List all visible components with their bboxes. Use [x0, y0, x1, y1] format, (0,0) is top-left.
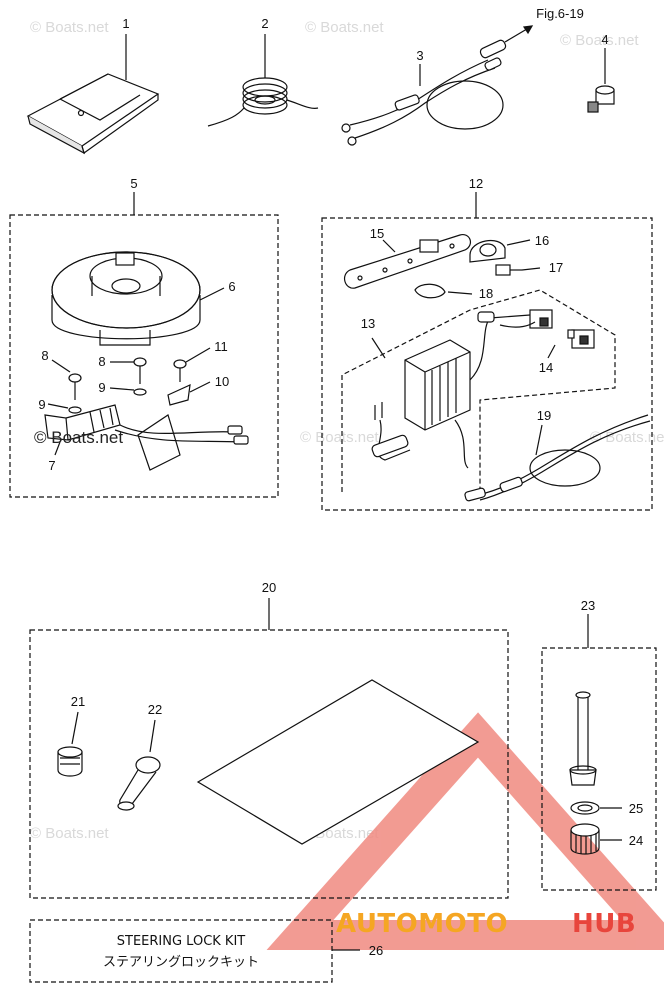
- leader-line: [371, 337, 386, 359]
- part-20-sheet: [196, 679, 480, 845]
- leader-line: [185, 347, 211, 363]
- brand-part2: HUB: [572, 909, 636, 939]
- callout-17: 17: [549, 260, 563, 275]
- leader-line: [47, 403, 69, 409]
- watermark: © Boats.net: [590, 429, 664, 446]
- callout-13: 13: [361, 316, 375, 331]
- callout-16: 16: [535, 233, 549, 248]
- part-8-screw-left: [68, 373, 82, 400]
- part-18-clip: [414, 283, 446, 299]
- leader-line: [189, 381, 211, 393]
- part-11-screw: [173, 359, 187, 382]
- callout-26: 26: [369, 943, 383, 958]
- callout-19: 19: [537, 408, 551, 423]
- leader-line: [547, 344, 556, 359]
- part-14-connectors: [477, 309, 595, 349]
- kit-label-japanese: ステアリングロックキット: [103, 955, 259, 970]
- callout-12: 12: [469, 176, 483, 191]
- callout-8b: 8: [98, 354, 105, 369]
- watermark: © Boats.net: [300, 429, 379, 446]
- callout-3: 3: [416, 48, 423, 63]
- part-9-washer-center: [133, 388, 147, 396]
- part-6-flywheel: [51, 251, 201, 346]
- callout-4: 4: [601, 32, 608, 47]
- watermark: © Boats.net: [30, 825, 109, 842]
- group-box-12: [321, 217, 653, 511]
- callout-14: 14: [539, 360, 553, 375]
- watermark: © Boats.net: [560, 32, 639, 49]
- leader-line: [51, 359, 71, 373]
- part-7-coil-assembly: [44, 404, 249, 471]
- leader-line: [149, 719, 156, 753]
- part-9-washer-left: [68, 406, 82, 414]
- kit-label-english: STEERING LOCK KIT: [117, 934, 246, 949]
- leader-line: [109, 387, 135, 391]
- part-8-screw-center: [133, 357, 147, 384]
- callout-5: 5: [130, 176, 137, 191]
- part-17-bolt: [495, 264, 522, 276]
- callout-2: 2: [261, 16, 268, 31]
- callout-9b: 9: [98, 380, 105, 395]
- kit-box-26: [29, 919, 333, 983]
- watermark: © Boats.net: [30, 19, 109, 36]
- callout-23: 23: [581, 598, 595, 613]
- part-21-plug: [57, 746, 83, 777]
- watermark-dark: © Boats.net: [34, 428, 123, 447]
- leader-line: [199, 287, 225, 301]
- group-box-13: [341, 289, 616, 492]
- leader-line: [521, 267, 541, 271]
- callout-numbers: 1 2 3 4 5 6 7 8 8 9 9 10 11 12 13 14 15 …: [38, 16, 643, 958]
- part-13-rectifier: [371, 317, 491, 469]
- watermark: © Boats.net: [305, 19, 384, 36]
- callout-10: 10: [215, 374, 229, 389]
- group-box-20: [29, 629, 509, 899]
- part-15-bracket-plate: [343, 233, 472, 289]
- brand-logo-triangle: [266, 712, 664, 950]
- brand-part1: AUTOMOTO: [336, 909, 508, 939]
- leader-line: [447, 291, 473, 295]
- callout-1: 1: [122, 16, 129, 31]
- callout-6: 6: [228, 279, 235, 294]
- part-16-clamp: [469, 239, 506, 263]
- brand-wordmark: AUTOMOTO HUB: [336, 909, 636, 939]
- figure-reference: Fig.6-19: [536, 6, 584, 21]
- leader-line: [506, 239, 531, 246]
- callout-8a: 8: [41, 348, 48, 363]
- leader-line: [535, 424, 543, 456]
- callout-15: 15: [370, 226, 384, 241]
- leader-line: [54, 441, 61, 456]
- part-2-coil-spring: [207, 77, 319, 127]
- leader-line: [382, 239, 396, 253]
- part-22-pin: [117, 756, 161, 811]
- leader-line: [71, 711, 79, 745]
- callout-20: 20: [262, 580, 276, 595]
- group-box-23: [541, 647, 657, 891]
- part-24-nut: [570, 823, 600, 855]
- callout-21: 21: [71, 694, 85, 709]
- watermarks: © Boats.net © Boats.net © Boats.net © Bo…: [30, 19, 664, 842]
- callout-9a: 9: [38, 397, 45, 412]
- callout-7: 7: [48, 458, 55, 473]
- callout-25: 25: [629, 801, 643, 816]
- part-10-clamp: [167, 384, 191, 406]
- part-1-manual-pouch: [26, 73, 160, 155]
- callout-18: 18: [479, 286, 493, 301]
- callout-11: 11: [214, 339, 228, 354]
- callout-24: 24: [629, 833, 643, 848]
- part-25-washer: [570, 801, 600, 815]
- part-4-bolt: [587, 85, 615, 113]
- part-19-cable: [464, 414, 651, 502]
- group-box-5: [9, 214, 279, 498]
- callout-22: 22: [148, 702, 162, 717]
- part-3-wire-harness: [341, 39, 507, 146]
- part-23-shaft: [569, 691, 597, 786]
